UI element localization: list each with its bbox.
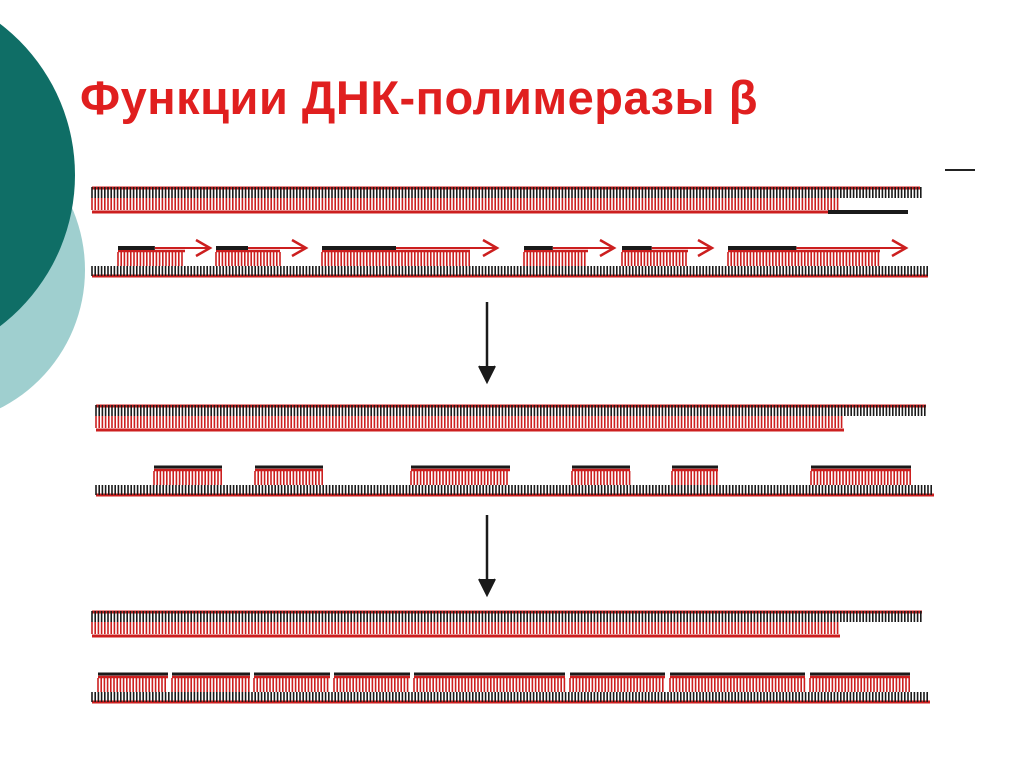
fragment-bases-stage-3-3	[253, 678, 329, 692]
top-strand-bases-black-stage-1	[91, 187, 922, 198]
top-strand-bases-red-stage-3	[91, 622, 839, 634]
fragment-bases-stage-1-1	[117, 252, 183, 266]
top-strand-bases-black-stage-2	[95, 405, 926, 416]
fragment-bases-stage-3-4	[333, 678, 409, 692]
process-arrow-2-head	[478, 578, 496, 598]
fragment-bases-stage-1-3	[321, 252, 470, 266]
fragment-bases-stage-3-6	[569, 678, 664, 692]
bottom-strand-template-bases-stage-1	[91, 266, 928, 276]
synthesis-arrow-head-stage-1-1	[195, 238, 213, 258]
synthesis-arrow-head-stage-1-4	[599, 238, 617, 258]
fragment-bases-stage-2-4	[571, 471, 631, 485]
top-strand-bases-black-stage-3	[91, 611, 922, 622]
fragment-bases-stage-3-7	[669, 678, 806, 692]
fragment-bases-stage-2-1	[153, 471, 222, 485]
process-arrow-1-head	[478, 365, 496, 385]
fragment-bases-stage-3-1	[97, 678, 166, 692]
fragment-bases-stage-2-2	[254, 471, 323, 485]
fragment-bases-stage-2-5	[671, 471, 718, 485]
slide-title: Функции ДНК-полимеразы β	[80, 71, 758, 124]
fragment-bases-stage-3-2	[171, 678, 250, 692]
synthesis-arrow-head-stage-1-6	[891, 238, 909, 258]
fragment-bases-stage-1-4	[523, 252, 586, 266]
fragment-bases-stage-1-6	[727, 252, 880, 266]
fragment-bases-stage-2-6	[810, 471, 911, 485]
fragment-bases-stage-2-3	[410, 471, 508, 485]
fragment-bases-stage-1-2	[215, 252, 281, 266]
synthesis-arrow-head-stage-1-5	[697, 238, 715, 258]
corner-dash	[945, 169, 975, 171]
decor-circle-dark	[0, 23, 75, 327]
synthesis-arrow-head-stage-1-3	[482, 238, 500, 258]
fragment-bases-stage-1-5	[621, 252, 687, 266]
synthesis-arrow-head-stage-1-2	[291, 238, 309, 258]
fragment-bases-stage-3-8	[809, 678, 910, 692]
top-strand-bases-red-stage-2	[95, 416, 843, 428]
top-strand-bases-red-stage-1	[91, 198, 839, 210]
bottom-strand-template-bases-stage-3	[91, 692, 928, 702]
fragment-bases-stage-3-5	[413, 678, 566, 692]
bottom-strand-template-bases-stage-2	[95, 485, 932, 495]
